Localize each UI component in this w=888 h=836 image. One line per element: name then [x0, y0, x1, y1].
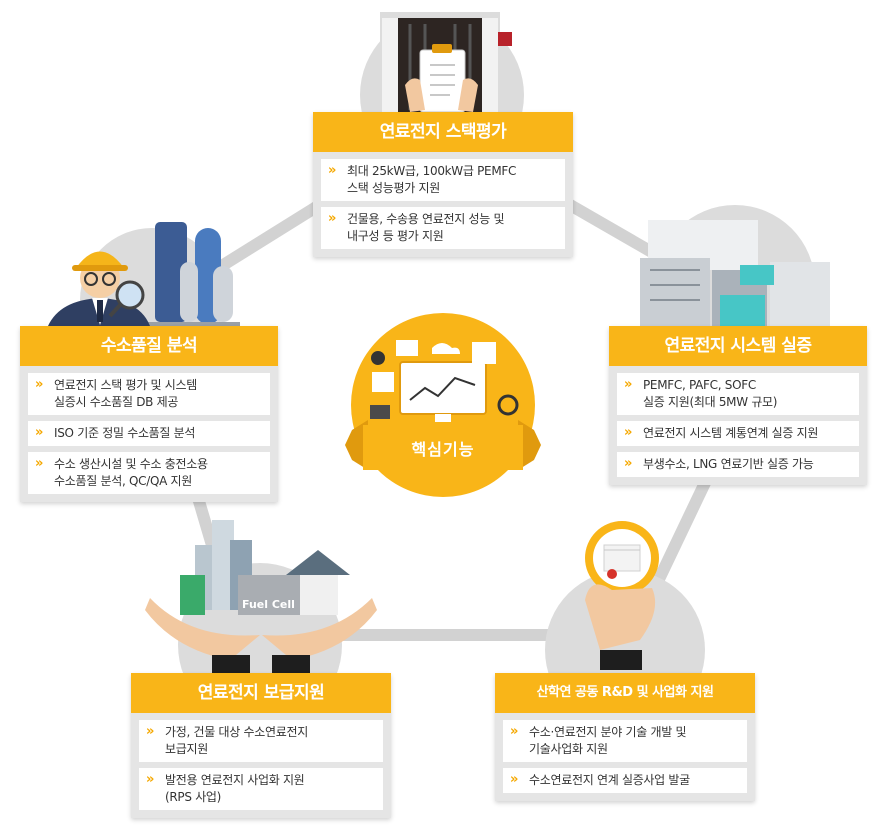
double-chevron-icon: » [35, 377, 44, 392]
card-hydrogen-quality: 수소품질 분석 »연료전지 스택 평가 및 시스템 실증시 수소품질 DB 제공… [20, 326, 278, 502]
card-body: »연료전지 스택 평가 및 시스템 실증시 수소품질 DB 제공 »ISO 기준… [20, 366, 278, 502]
list-item: »수소 생산시설 및 수소 충전소용 수소품질 분석, QC/QA 지원 [28, 452, 270, 494]
double-chevron-icon: » [510, 724, 519, 739]
list-item: »연료전지 시스템 계통연계 실증 지원 [617, 421, 859, 446]
list-item: »수소·연료전지 분야 기술 개발 및 기술사업화 지원 [503, 720, 747, 762]
card-title: 수소품질 분석 [20, 326, 278, 366]
list-item: »가정, 건물 대상 수소연료전지 보급지원 [139, 720, 383, 762]
hydrogen-cylinders-illustration [145, 222, 240, 328]
fuel-cell-sign: Fuel Cell [242, 598, 295, 611]
card-title: 연료전지 스택평가 [313, 112, 573, 152]
card-body: »수소·연료전지 분야 기술 개발 및 기술사업화 지원 »수소연료전지 연계 … [495, 713, 755, 801]
fuel-cell-stack-illustration [380, 12, 512, 113]
core-function-label: 핵심기능 [411, 440, 475, 459]
double-chevron-icon: » [146, 772, 155, 787]
core-badge [345, 313, 541, 497]
double-chevron-icon: » [328, 211, 337, 226]
list-item: »부생수소, LNG 연료기반 실증 가능 [617, 452, 859, 477]
double-chevron-icon: » [35, 456, 44, 471]
plant-illustration [640, 220, 830, 328]
list-item: »건물용, 수송용 연료전지 성능 및 내구성 등 평가 지원 [321, 207, 565, 249]
list-item: »수소연료전지 연계 실증사업 발굴 [503, 768, 747, 793]
card-title: 연료전지 보급지원 [131, 673, 391, 713]
card-body: »가정, 건물 대상 수소연료전지 보급지원 »발전용 연료전지 사업화 지원 … [131, 713, 391, 818]
list-item: »최대 25kW급, 100kW급 PEMFC 스택 성능평가 지원 [321, 159, 565, 201]
inspector-illustration [48, 251, 150, 326]
card-system-demonstration: 연료전지 시스템 실증 »PEMFC, PAFC, SOFC 실증 지원(최대 … [609, 326, 867, 485]
double-chevron-icon: » [624, 425, 633, 440]
card-body: »최대 25kW급, 100kW급 PEMFC 스택 성능평가 지원 »건물용,… [313, 152, 573, 257]
card-body: »PEMFC, PAFC, SOFC 실증 지원(최대 5MW 규모) »연료전… [609, 366, 867, 485]
city-hands-illustration [145, 520, 377, 673]
double-chevron-icon: » [35, 425, 44, 440]
list-item: »연료전지 스택 평가 및 시스템 실증시 수소품질 DB 제공 [28, 373, 270, 415]
card-stack-evaluation: 연료전지 스택평가 »최대 25kW급, 100kW급 PEMFC 스택 성능평… [313, 112, 573, 257]
list-item: »PEMFC, PAFC, SOFC 실증 지원(최대 5MW 규모) [617, 373, 859, 415]
double-chevron-icon: » [510, 772, 519, 787]
card-title: 연료전지 시스템 실증 [609, 326, 867, 366]
double-chevron-icon: » [624, 456, 633, 471]
card-title: 산학연 공동 R&D 및 사업화 지원 [495, 673, 755, 713]
double-chevron-icon: » [624, 377, 633, 392]
card-rnd-commercialization: 산학연 공동 R&D 및 사업화 지원 »수소·연료전지 분야 기술 개발 및 … [495, 673, 755, 801]
double-chevron-icon: » [328, 163, 337, 178]
list-item: »발전용 연료전지 사업화 지원 (RPS 사업) [139, 768, 383, 810]
card-supply-support: 연료전지 보급지원 »가정, 건물 대상 수소연료전지 보급지원 »발전용 연료… [131, 673, 391, 818]
list-item: »ISO 기준 정밀 수소품질 분석 [28, 421, 270, 446]
double-chevron-icon: » [146, 724, 155, 739]
hand-badge-illustration [585, 521, 659, 670]
